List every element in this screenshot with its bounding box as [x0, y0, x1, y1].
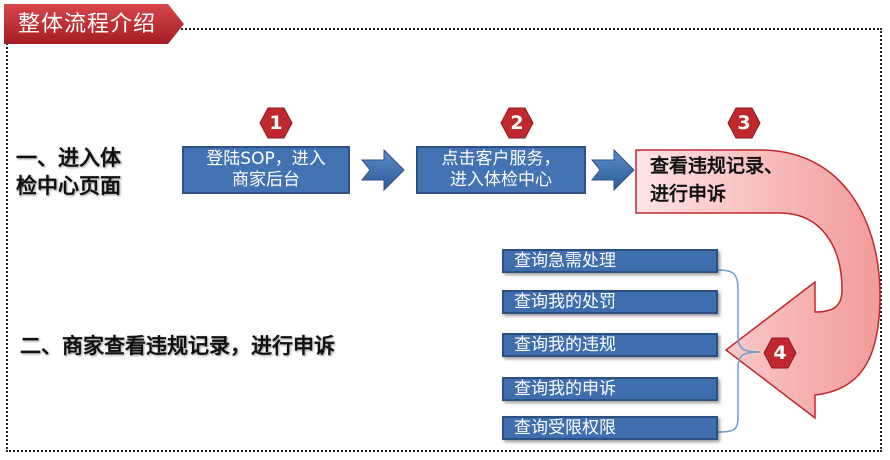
page-title: 整体流程介绍: [18, 12, 157, 37]
diagram-frame: [6, 28, 882, 452]
step-3-badge: 3: [727, 106, 761, 140]
curved-arrow: [635, 149, 881, 420]
step-3-number: 3: [737, 112, 751, 134]
step-4-number: 4: [773, 342, 787, 364]
query-item-penalty[interactable]: 查询我的处罚: [502, 290, 718, 314]
step-3-line1: 查看违规记录、: [650, 155, 784, 177]
step-1-box: 登陆SOP，进入 商家后台: [182, 146, 350, 194]
section-2-label: 二、商家查看违规记录，进行申诉: [20, 334, 335, 358]
arrow-right-icon: [590, 148, 635, 192]
step-3-text: 查看违规记录、 进行申诉: [650, 152, 783, 208]
step-1-line2: 商家后台: [232, 170, 300, 190]
arrow-right-icon: [360, 148, 405, 192]
step-1-line1: 登陆SOP，进入: [206, 149, 326, 169]
step-2-box: 点击客户服务， 进入体检中心: [416, 146, 586, 194]
step-2-line2: 进入体检中心: [450, 170, 552, 190]
query-item-urgent[interactable]: 查询急需处理: [502, 249, 718, 273]
step-1-number: 1: [269, 112, 283, 134]
query-item-restricted[interactable]: 查询受限权限: [502, 416, 718, 440]
step-2-line1: 点击客户服务，: [441, 149, 561, 169]
step-2-badge: 2: [500, 106, 534, 140]
step-3-line2: 进行申诉: [650, 183, 727, 205]
step-2-number: 2: [510, 112, 524, 134]
section-1-line1: 一、进入体: [16, 146, 121, 170]
title-tab: 整体流程介绍: [4, 4, 184, 44]
query-bracket: [717, 269, 761, 433]
section-1-line2: 检中心页面: [16, 174, 121, 198]
step-1-badge: 1: [259, 106, 293, 140]
title-tab-shape: [4, 4, 184, 44]
query-item-appeal[interactable]: 查询我的申诉: [502, 377, 718, 401]
step-4-badge: 4: [763, 336, 797, 370]
section-1-label: 一、进入体 检中心页面: [16, 144, 121, 200]
query-item-violation[interactable]: 查询我的违规: [502, 333, 718, 357]
